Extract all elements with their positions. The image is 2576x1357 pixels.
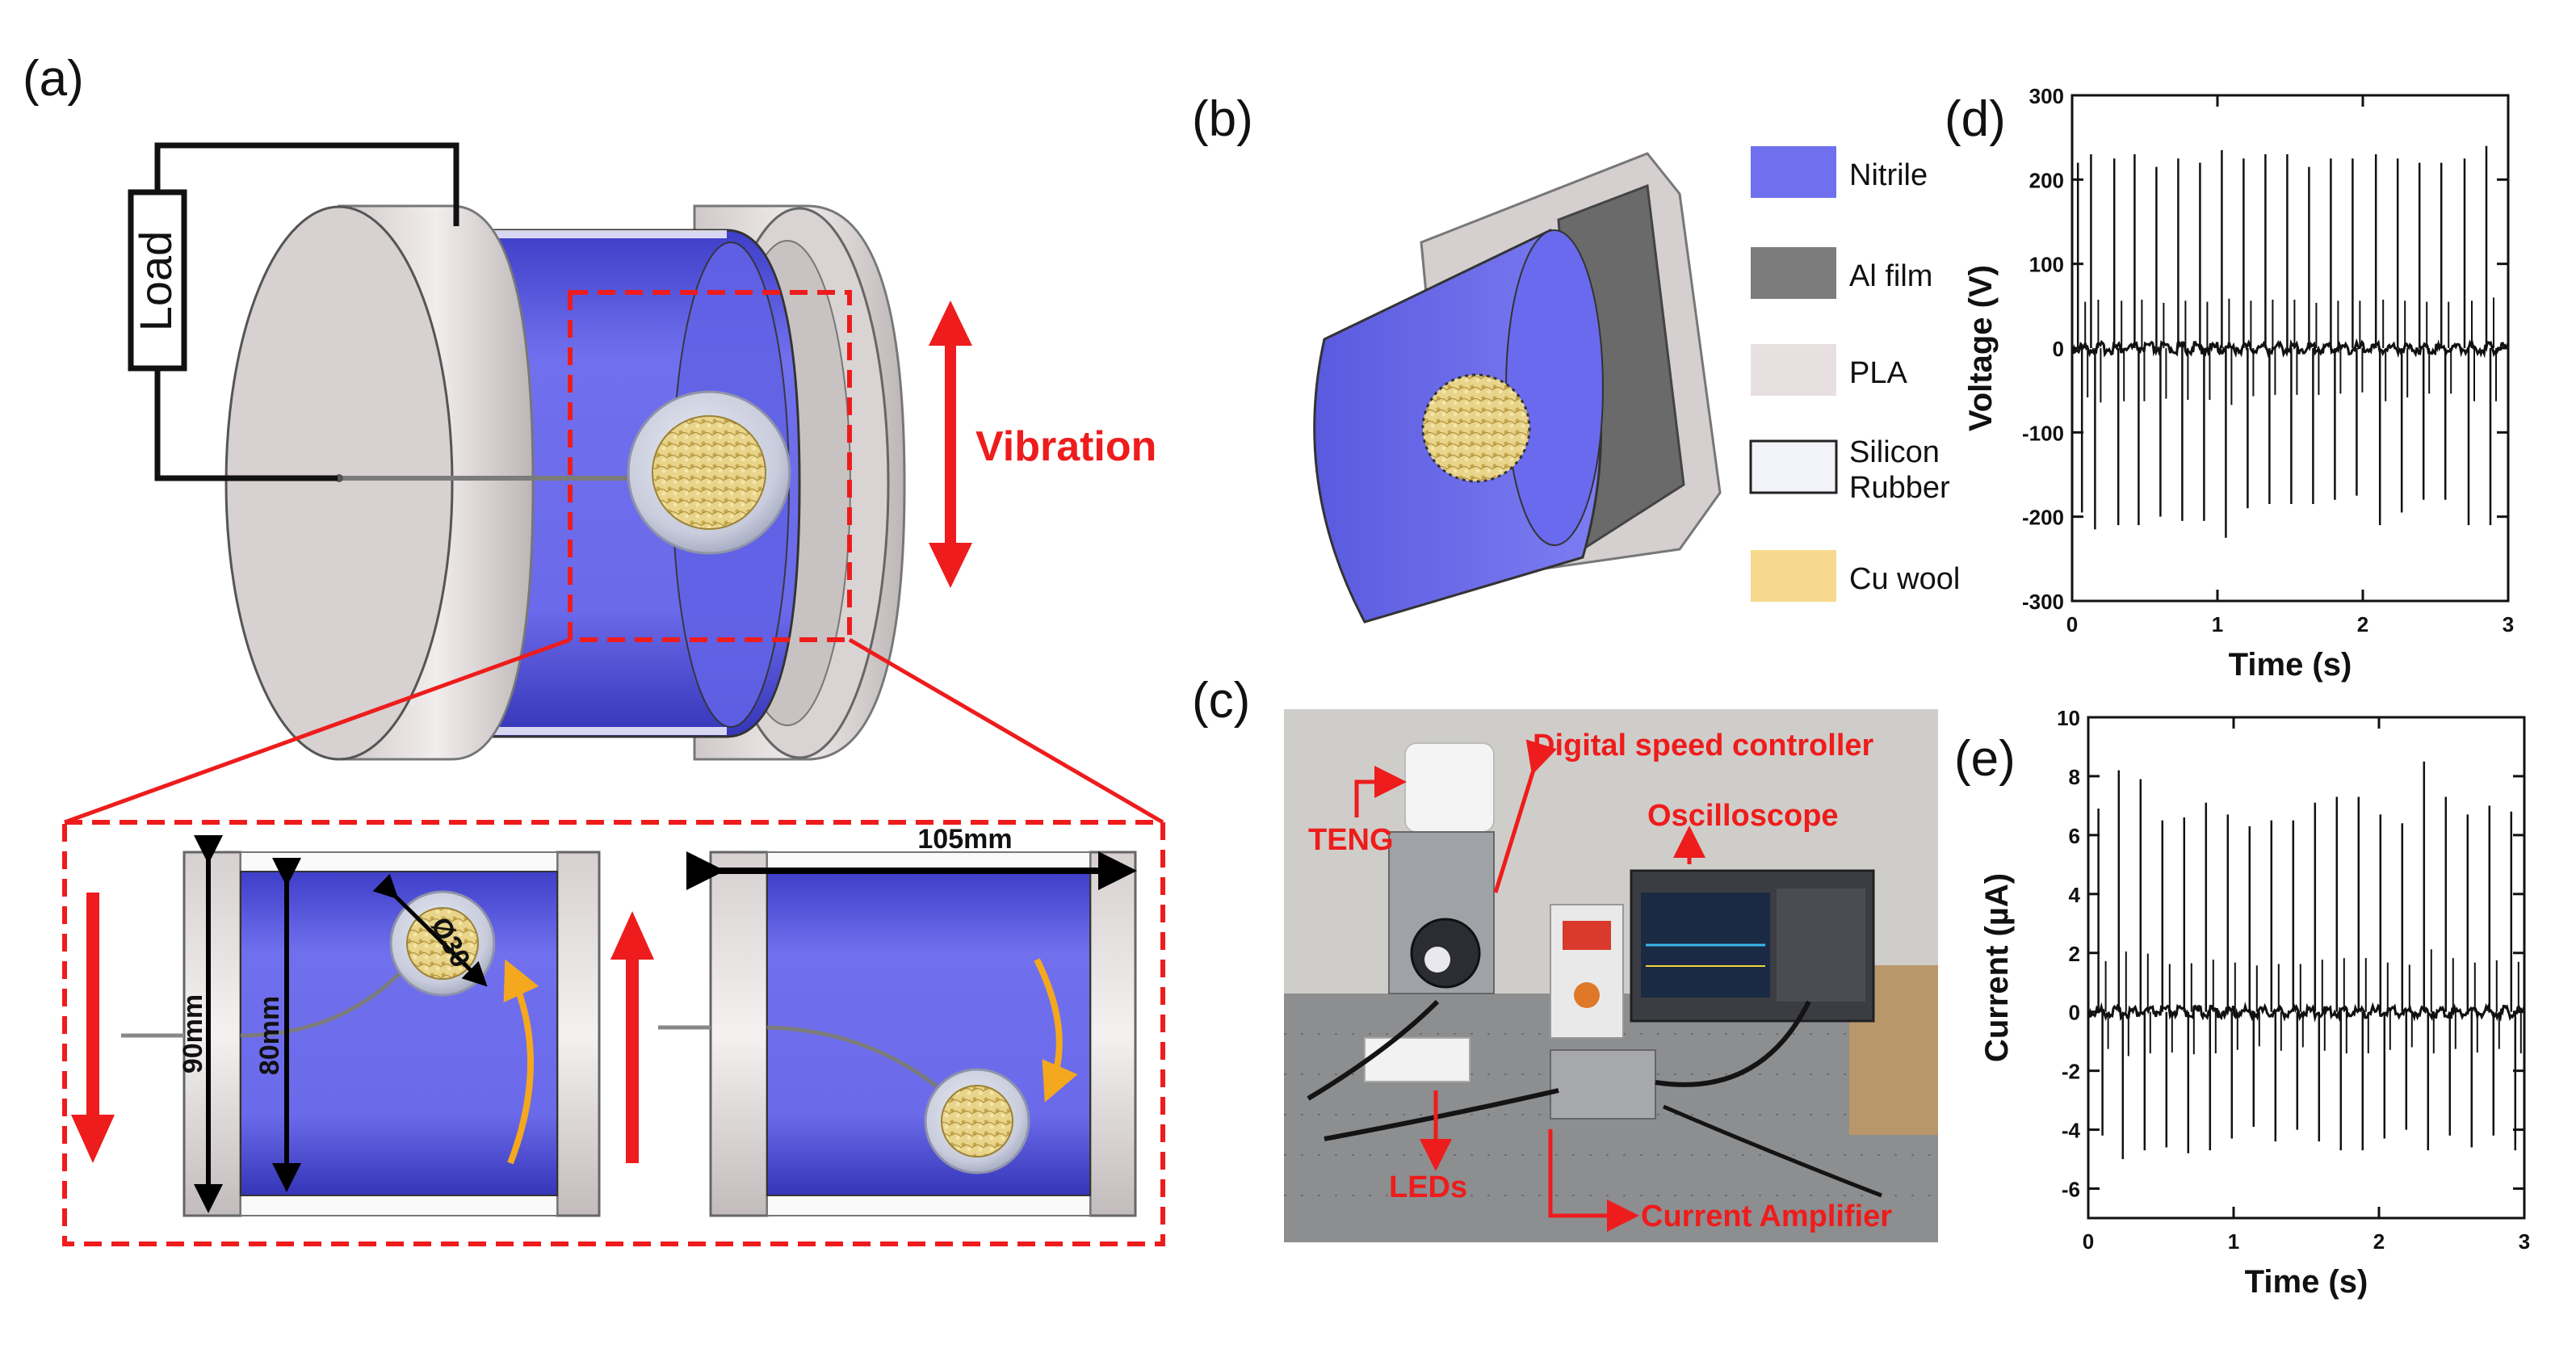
y-tick-label: 4 [2069,883,2081,907]
legend-swatch-0 [1751,146,1836,198]
speed-controller-label: Digital speed controller [1533,729,1874,763]
cu-wool-core [652,415,766,530]
vibration-arrow [929,300,972,588]
y-tick-label: 0 [2053,337,2064,361]
leds-label: LEDs [1389,1170,1467,1204]
y-tick-label: -100 [2022,421,2064,445]
y-tick-label: -4 [2062,1119,2081,1143]
y-tick-label: 200 [2029,168,2064,192]
oscilloscope-label: Oscilloscope [1647,799,1839,833]
down-arrow [71,893,115,1163]
panel-c-label: (c) [1192,673,1250,729]
load-resistor [128,189,187,372]
legend-label-4: Cu wool [1849,562,1960,596]
detail-box [62,820,1165,1246]
y-tick-label: -6 [2062,1178,2080,1202]
legend-label-3: Rubber [1849,471,1950,505]
x-axis-label: Time (s) [2229,647,2352,683]
x-tick-label: 1 [2212,612,2223,636]
plot-frame [2087,716,2526,1220]
legend-label-0: Nitrile [1849,158,1928,192]
x-tick-label: 3 [2519,1229,2530,1254]
led-board [1364,1037,1471,1082]
x-tick-label: 2 [2373,1229,2385,1254]
left-cap-face [224,205,454,761]
y-tick-label: 10 [2057,706,2080,730]
zoom-line-right [848,637,1164,825]
y-axis-label: Current (µA) [1979,873,2015,1062]
cu-wool-ball-b [1421,373,1531,483]
signal-baseline [2070,338,2510,359]
teng-device [1404,742,1495,833]
x-tick-label: 3 [2503,612,2514,636]
x-axis-label: Time (s) [2245,1264,2368,1300]
panel-a-device: Load [128,142,906,761]
dim-105mm: 105mm [917,824,1012,855]
zoom-box [568,290,852,642]
y-tick-label: 100 [2029,253,2064,277]
y-tick-label: -300 [2022,590,2064,614]
y-tick-label: -200 [2022,506,2064,530]
x-tick-label: 1 [2228,1229,2239,1254]
zoom-line-left [64,637,571,825]
legend-label-1: Al film [1849,259,1932,293]
current-amplifier-device [1550,1049,1656,1120]
y-tick-label: -2 [2062,1060,2080,1084]
teng-label: TENG [1308,823,1394,857]
legend-label-2: PLA [1849,356,1907,390]
x-tick-label: 2 [2357,612,2368,636]
legend-label-3: Silicon [1849,435,1940,469]
setup-photo [1284,709,1938,1242]
load-wire-lower [154,368,338,481]
vibration-label: Vibration [975,423,1156,470]
y-tick-label: 2 [2069,942,2080,966]
load-label: Load [130,231,181,332]
legend-swatch-4 [1751,550,1836,602]
detail-upstroke [658,851,1137,1217]
load-wire-upper [154,142,459,226]
x-tick-label: 0 [2083,1229,2094,1254]
signal-baseline [2087,1001,2526,1023]
x-tick-label: 0 [2066,612,2078,636]
y-axis-label: Voltage (V) [1963,265,1999,431]
y-tick-label: 300 [2029,84,2064,108]
panel-d-label: (d) [1945,91,2006,147]
panel-b-cutaway [1313,152,1722,624]
legend-swatch-3 [1749,439,1838,494]
panel-a-label: (a) [23,51,84,107]
dim-80mm: 80mm [254,996,285,1075]
legend-swatch-2 [1751,344,1836,396]
detail-downstroke [121,835,601,1217]
up-arrow [610,911,654,1163]
y-tick-label: 0 [2069,1001,2080,1025]
current-amplifier-label: Current Amplifier [1641,1199,1892,1233]
panel-b-label: (b) [1192,91,1253,147]
legend-swatch-1 [1751,247,1836,299]
dim-90mm: 90mm [178,994,208,1073]
y-tick-label: 8 [2069,765,2080,789]
y-tick-label: 6 [2069,824,2080,848]
panel-e-label: (e) [1954,731,2016,787]
